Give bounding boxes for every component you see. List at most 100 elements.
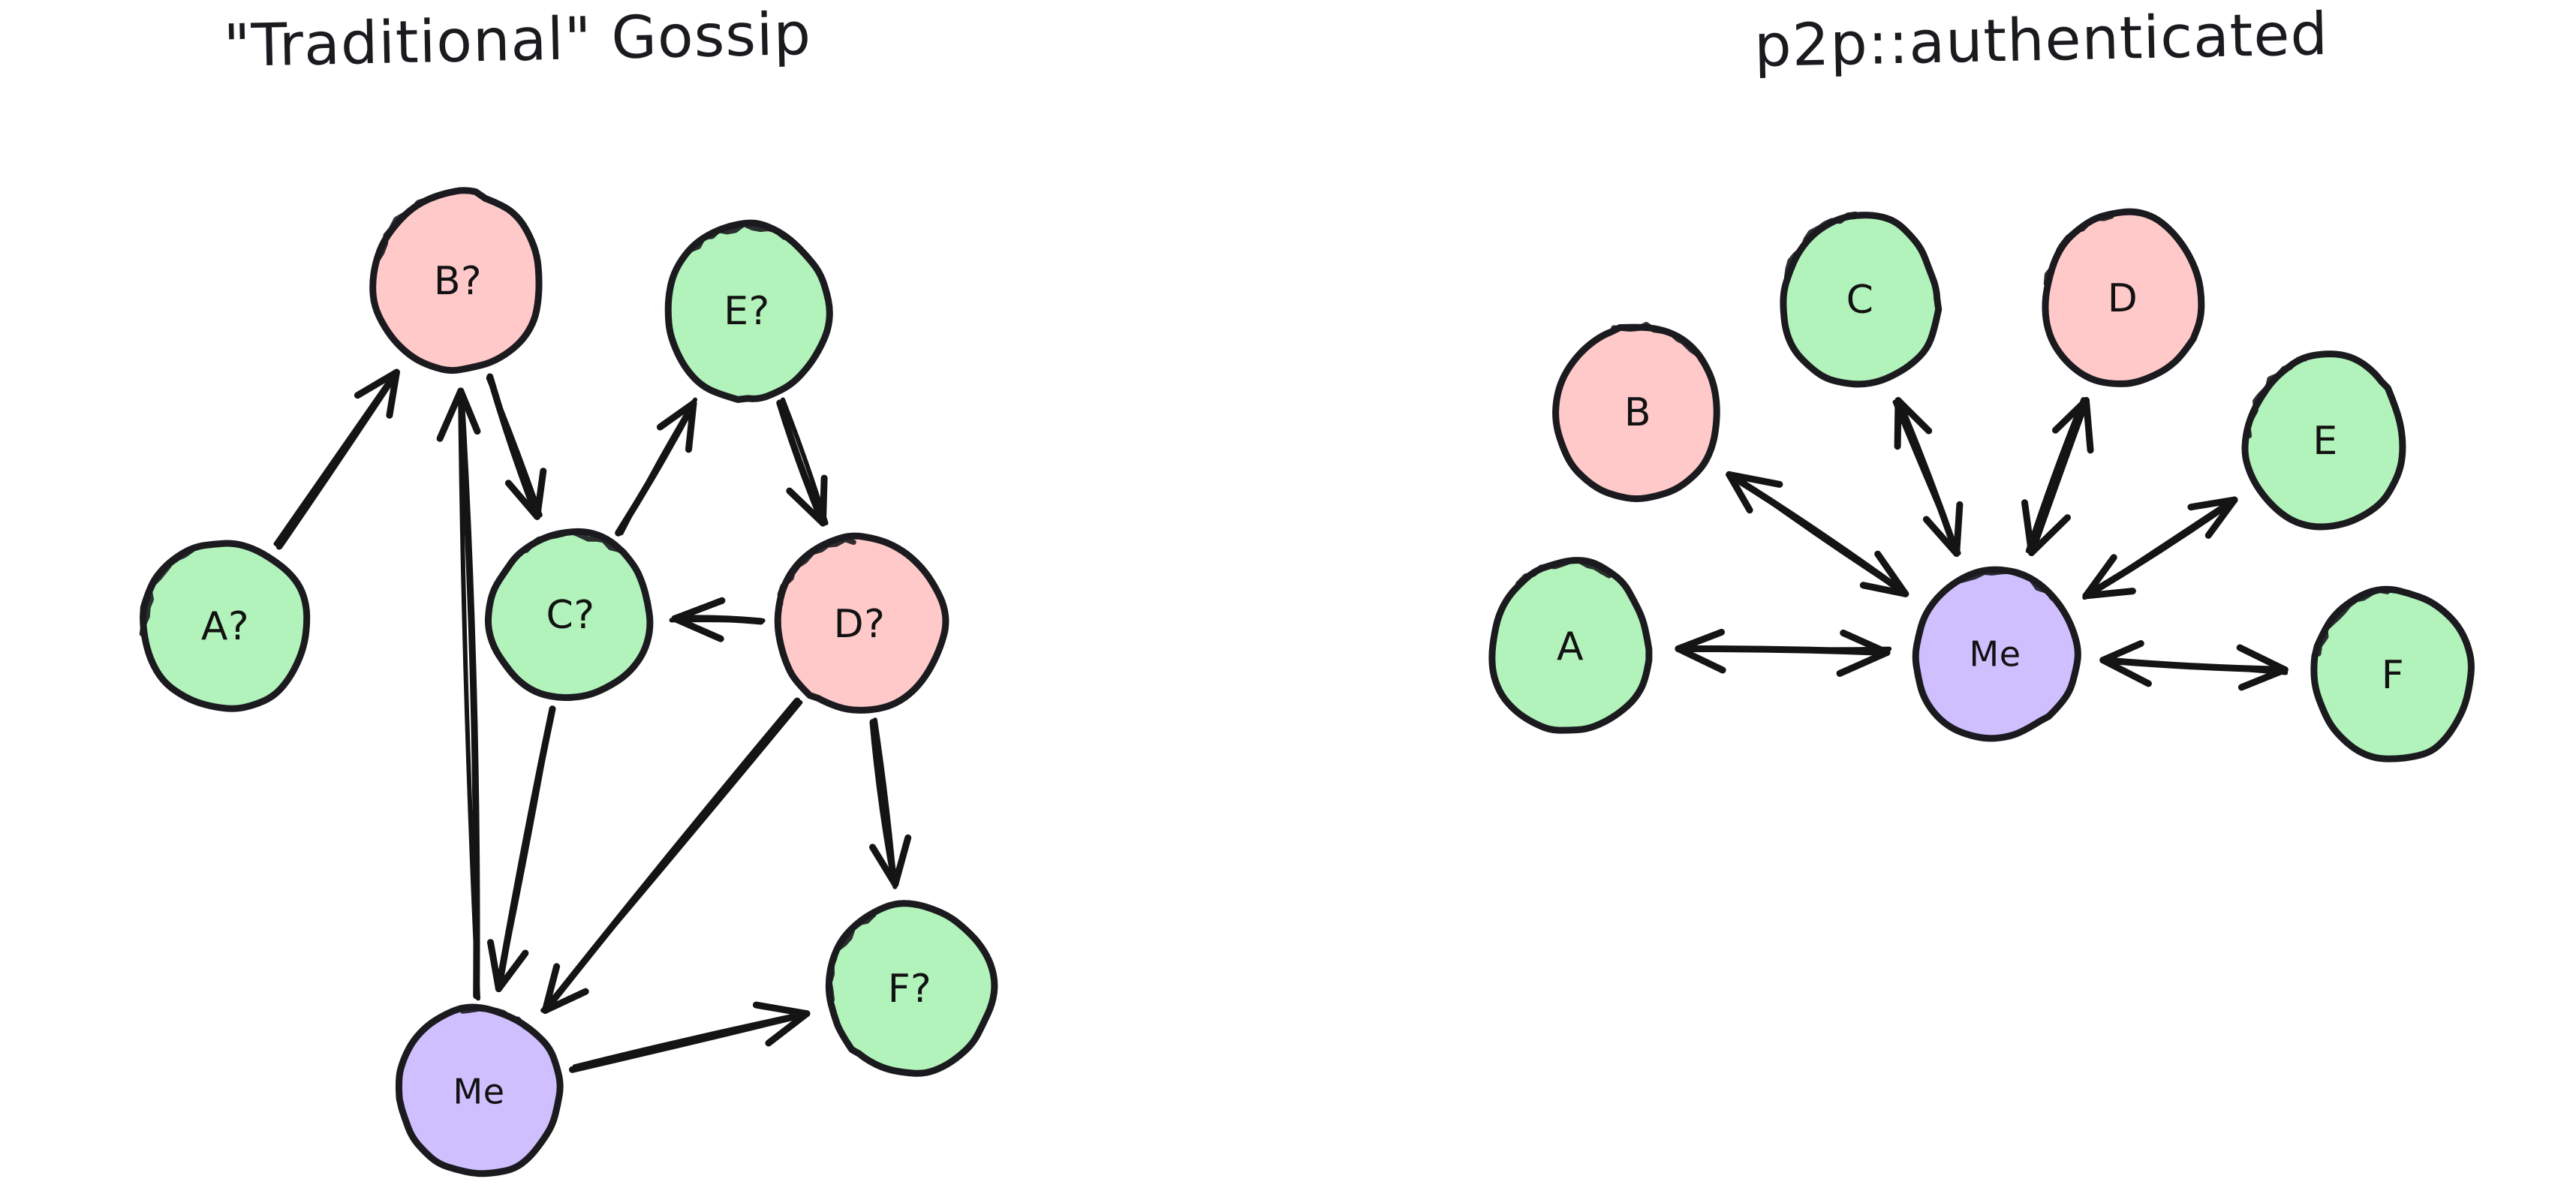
node-p2p-authenticated-B[interactable]: B xyxy=(1552,321,1720,503)
arrowhead-icon xyxy=(1894,397,1933,435)
arrowhead-icon xyxy=(1726,471,1783,488)
node-shape[interactable] xyxy=(2241,350,2406,531)
edge-shaft-second-pass xyxy=(1892,399,1961,555)
edge-shaft-second-pass xyxy=(496,710,554,991)
edge-layer xyxy=(273,368,2289,1073)
node-shape-second-pass xyxy=(1611,321,1705,363)
node-traditional-gossip-F[interactable]: F? xyxy=(825,900,998,1077)
arrowhead-icon xyxy=(1675,628,1725,652)
edge-shaft-second-pass xyxy=(1729,472,1909,597)
arrowhead-icon xyxy=(2082,554,2117,600)
arrowhead-icon xyxy=(534,468,547,520)
edge-traditional-gossip-D-to-C xyxy=(669,597,766,642)
node-shape-second-pass xyxy=(826,911,877,1003)
edge-shaft-second-pass xyxy=(273,370,398,546)
node-shape-second-pass xyxy=(777,537,856,607)
edge-p2p-authenticated-Me-to-A xyxy=(1675,628,1892,677)
node-label: A? xyxy=(201,604,249,649)
arrowhead-icon xyxy=(386,368,400,419)
node-label: C? xyxy=(546,593,595,638)
node-p2p-authenticated-D[interactable]: D xyxy=(2042,208,2205,387)
node-label: B xyxy=(1624,390,1651,435)
node-traditional-gossip-D[interactable]: D? xyxy=(774,532,949,714)
arrowhead-icon xyxy=(504,480,541,520)
edge-shaft-second-pass xyxy=(2025,397,2086,554)
node-label: E xyxy=(2313,419,2337,464)
node-p2p-authenticated-C[interactable]: C xyxy=(1780,211,1943,388)
node-label: F? xyxy=(888,967,932,1012)
node-traditional-gossip-A[interactable]: A? xyxy=(139,540,311,712)
node-traditional-gossip-C[interactable]: C? xyxy=(484,528,654,701)
node-shape-second-pass xyxy=(1958,568,2055,601)
node-layer: A? B? C? D? E? F? Me B C D A E F Me xyxy=(139,187,2475,1177)
edge-p2p-authenticated-Me-to-F xyxy=(2099,640,2289,691)
arrowhead-icon xyxy=(541,963,561,1014)
arrowhead-icon xyxy=(541,988,589,1014)
edge-shaft-second-pass xyxy=(572,1010,811,1069)
arrowhead-icon xyxy=(869,844,899,888)
node-shape-second-pass xyxy=(2316,588,2391,657)
edge-p2p-authenticated-Me-to-E xyxy=(2082,496,2238,600)
node-shape-second-pass xyxy=(372,191,445,273)
arrowhead-icon xyxy=(1922,516,1961,557)
node-label: D xyxy=(2108,276,2138,321)
node-shape-second-pass xyxy=(1783,211,1858,280)
node-shape[interactable] xyxy=(664,219,833,403)
edge-traditional-gossip-D-to-Me xyxy=(540,697,803,1014)
edge-shaft-second-pass xyxy=(458,391,480,1001)
arrowhead-icon xyxy=(786,487,826,527)
edge-traditional-gossip-A-to-B xyxy=(273,368,400,550)
edge-shaft-second-pass xyxy=(2104,658,2289,675)
node-p2p-authenticated-F[interactable]: F xyxy=(2310,585,2475,762)
edge-traditional-gossip-Me-to-F xyxy=(569,1001,811,1073)
node-traditional-gossip-B[interactable]: B? xyxy=(369,187,543,374)
edge-p2p-authenticated-Me-to-C xyxy=(1892,397,1964,557)
edge-shaft xyxy=(776,399,826,527)
arrowhead-icon xyxy=(1726,471,1753,514)
node-shape[interactable] xyxy=(774,532,949,714)
edge-shaft-second-pass xyxy=(1678,645,1892,652)
arrowhead-icon xyxy=(765,1010,811,1047)
node-p2p-authenticated-E[interactable]: E xyxy=(2241,350,2406,531)
edge-traditional-gossip-C-to-E xyxy=(615,397,698,537)
node-label: E? xyxy=(724,289,769,334)
arrowhead-icon xyxy=(1894,397,1902,450)
arrowhead-icon xyxy=(2052,397,2090,434)
arrowhead-icon xyxy=(1874,550,1909,597)
arrowhead-icon xyxy=(1953,501,1964,557)
node-traditional-gossip-Me[interactable]: Me xyxy=(395,1003,564,1177)
node-shape-second-pass xyxy=(139,547,195,637)
arrowhead-icon xyxy=(1840,629,1891,656)
node-shape-second-pass xyxy=(1515,558,1612,587)
node-shape[interactable] xyxy=(1780,212,1943,388)
arrowhead-icon xyxy=(2082,588,2136,600)
arrowhead-icon xyxy=(2187,496,2238,511)
node-traditional-gossip-E[interactable]: E? xyxy=(664,219,833,403)
node-shape[interactable] xyxy=(1912,566,2081,742)
edge-traditional-gossip-Me-to-B xyxy=(436,387,481,1001)
arrowhead-icon xyxy=(2082,397,2094,454)
node-label: F xyxy=(2382,653,2404,698)
edge-shaft-second-pass xyxy=(486,375,543,518)
node-p2p-authenticated-Me[interactable]: Me xyxy=(1912,566,2081,742)
edge-shaft-second-pass xyxy=(872,717,898,889)
panel-title-p2p-authenticated: p2p::authenticated xyxy=(1753,1,2329,80)
edge-p2p-authenticated-Me-to-B xyxy=(1726,471,1909,597)
arrowhead-icon xyxy=(2099,640,2144,664)
arrowhead-icon xyxy=(2237,666,2289,691)
arrowhead-icon xyxy=(671,597,726,622)
edge-traditional-gossip-C-to-Me xyxy=(487,705,556,992)
node-shape-second-pass xyxy=(2245,356,2308,438)
arrowhead-icon xyxy=(819,474,828,527)
arrowhead-icon xyxy=(2204,496,2238,539)
node-shape[interactable] xyxy=(395,1003,564,1177)
node-shape[interactable] xyxy=(1488,557,1653,734)
node-p2p-authenticated-A[interactable]: A xyxy=(1488,557,1653,734)
node-shape-second-pass xyxy=(2043,213,2114,287)
arrowhead-icon xyxy=(495,949,529,992)
node-shape[interactable] xyxy=(140,540,311,712)
edge-shaft xyxy=(2028,397,2090,556)
arrowhead-icon xyxy=(436,387,465,442)
